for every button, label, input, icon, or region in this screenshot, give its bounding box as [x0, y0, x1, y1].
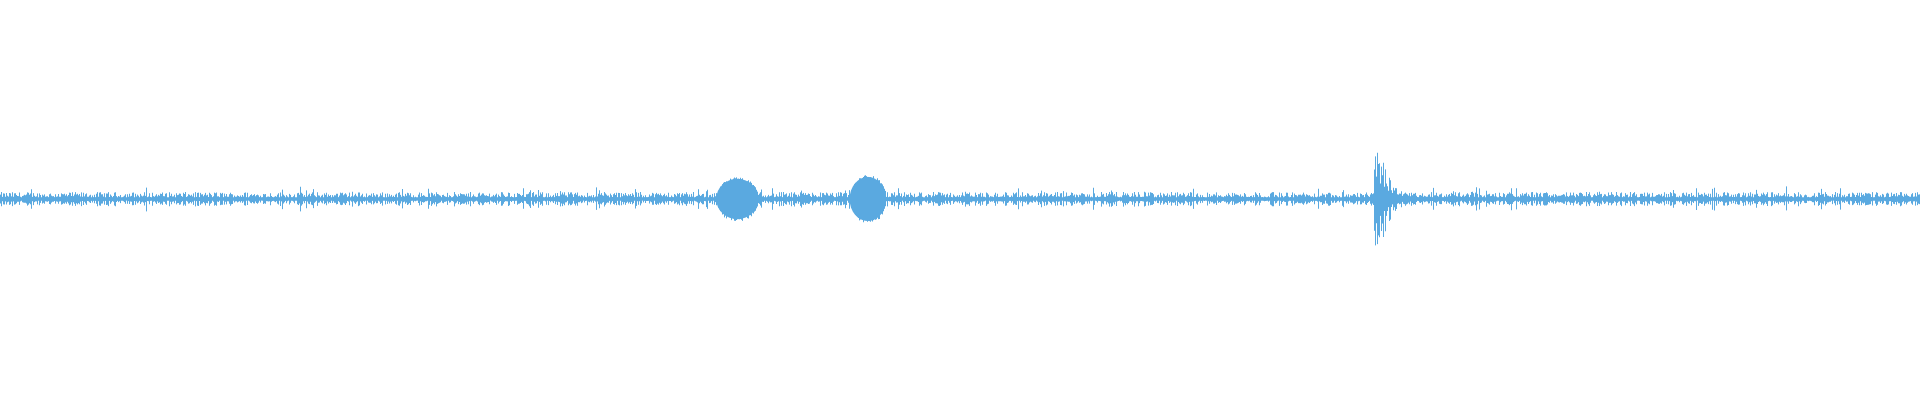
waveform-bars — [0, 152, 1920, 246]
waveform-samples — [0, 152, 1920, 246]
waveform-burst-1 — [716, 178, 759, 220]
waveform-burst-2 — [849, 176, 886, 222]
